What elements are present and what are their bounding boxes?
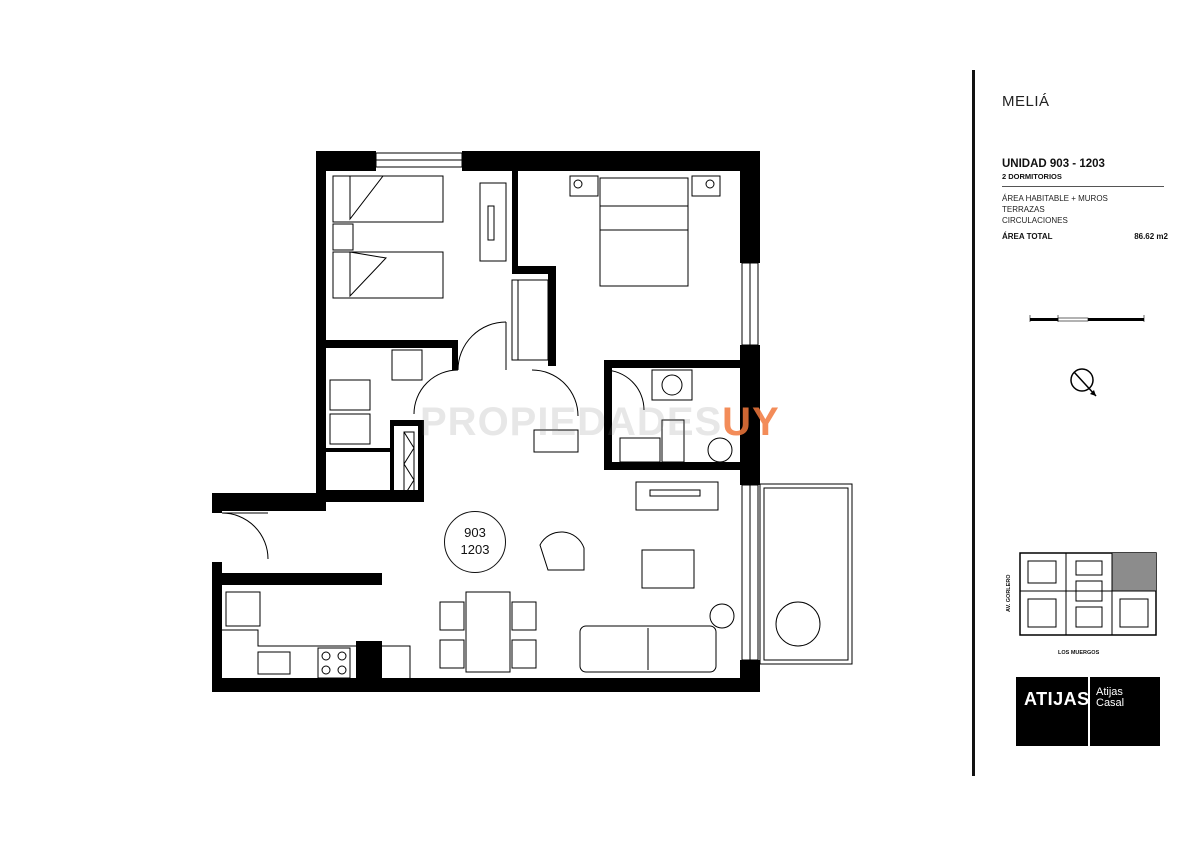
unit-rule xyxy=(1002,186,1164,187)
logo-divider xyxy=(1088,677,1090,746)
area-list: ÁREA HABITABLE + MUROS TERRAZAS CIRCULAC… xyxy=(1002,193,1108,226)
unit-title: UNIDAD 903 - 1203 xyxy=(1002,158,1105,170)
area-total-value: 86.62 m2 xyxy=(1134,232,1168,241)
doors xyxy=(221,321,645,560)
developer-logo: ATIJAS Atijas Casal xyxy=(1016,677,1160,746)
walls xyxy=(212,151,760,692)
sidebar-divider xyxy=(972,70,975,776)
scale-bar xyxy=(1029,315,1145,322)
watermark-text: PROPIEDADES xyxy=(420,400,723,444)
logo-sub-line1: Atijas xyxy=(1096,686,1123,698)
keyplan-street-bottom: LOS MUERGOS xyxy=(1058,650,1100,656)
area-item: CIRCULACIONES xyxy=(1002,216,1068,225)
windows xyxy=(375,152,759,661)
area-item: ÁREA HABITABLE + MUROS xyxy=(1002,194,1108,203)
furniture xyxy=(222,175,735,679)
floor-plan xyxy=(212,151,853,692)
area-total-label: ÁREA TOTAL xyxy=(1002,232,1053,241)
logo-sub-line2: Casal xyxy=(1096,697,1125,709)
logo-sub-text: Atijas Casal xyxy=(1096,687,1156,709)
terrace xyxy=(759,483,853,665)
unit-badge: 903 1203 xyxy=(444,511,506,573)
unit-badge-line2: 1203 xyxy=(460,542,490,557)
area-item: TERRAZAS xyxy=(1002,205,1045,214)
project-title: MELIÁ xyxy=(1002,93,1050,110)
keyplan-street-side: AV. GORLERO xyxy=(1006,574,1012,612)
unit-badge-line1: 903 xyxy=(464,525,486,540)
logo-main-text: ATIJAS xyxy=(1024,689,1090,709)
key-plan xyxy=(1019,552,1157,636)
unit-subtitle: 2 DORMITORIOS xyxy=(1002,172,1062,181)
north-arrow-icon xyxy=(1070,368,1097,397)
watermark: PROPIEDADESUY xyxy=(420,400,780,445)
area-total-row: ÁREA TOTAL 86.62 m2 xyxy=(1002,232,1168,241)
watermark-accent: UY xyxy=(722,400,780,444)
